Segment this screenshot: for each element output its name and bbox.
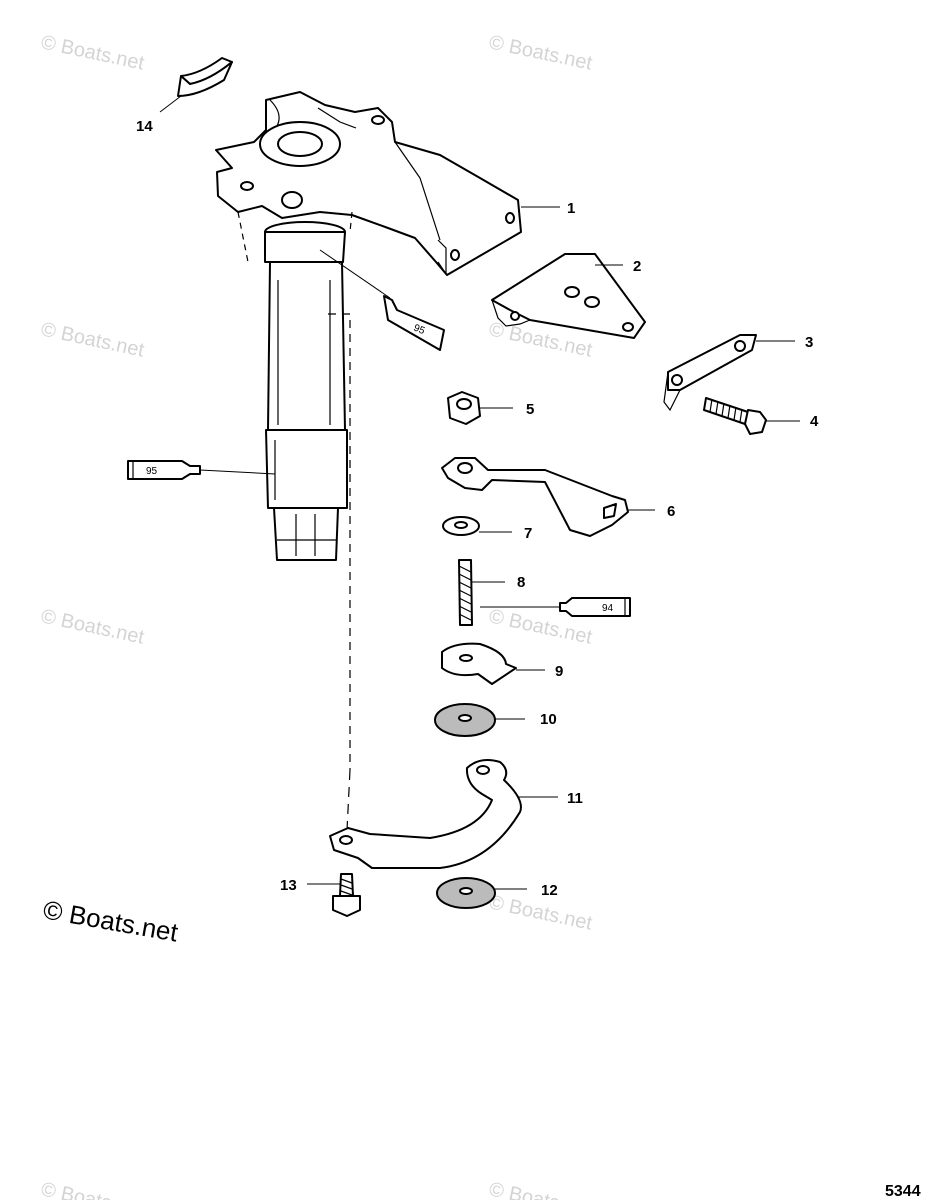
callout-5: 5	[526, 401, 534, 418]
watermark-footer: © Boats.net	[41, 894, 181, 947]
lubricant-tube-upper: 95	[319, 249, 445, 351]
callout-13: 13	[280, 877, 297, 894]
part-3-bracket	[663, 334, 795, 412]
watermark: © Boats.net	[39, 605, 147, 648]
callout-4: 4	[810, 413, 819, 430]
steering-tube	[264, 221, 351, 831]
part-14-clip	[159, 57, 233, 113]
callout-7: 7	[524, 525, 532, 542]
callout-9: 9	[555, 663, 563, 680]
part-2-plate	[491, 253, 646, 339]
part-9-tab-washer	[441, 642, 545, 685]
part-13-screw	[307, 873, 361, 917]
callout-2: 2	[633, 258, 641, 275]
part-6-link-arm	[441, 457, 655, 537]
watermark: © Boats.net	[39, 31, 147, 74]
callout-1: 1	[567, 200, 575, 217]
callout-8: 8	[517, 574, 525, 591]
callout-11: 11	[567, 790, 583, 807]
callout-12: 12	[541, 882, 558, 899]
watermark: © Boats.net	[487, 1178, 595, 1200]
watermark: © Boats.net	[39, 1178, 147, 1200]
part-1-steering-arm	[215, 91, 560, 276]
watermark: © Boats.net	[487, 31, 595, 74]
callout-3: 3	[805, 334, 813, 351]
callout-10: 10	[540, 711, 557, 728]
part-5-nut	[447, 391, 513, 425]
lubricant-tube-left: 95	[127, 460, 276, 480]
tube-label-95: 95	[146, 466, 158, 477]
part-7-washer	[442, 516, 512, 536]
callout-14: 14	[136, 118, 153, 135]
watermark: © Boats.net	[39, 318, 147, 361]
part-11-curved-arm	[329, 759, 558, 869]
tube-label-94: 94	[602, 603, 614, 614]
part-4-bolt	[703, 397, 800, 435]
figure-number: 5344	[885, 1183, 921, 1200]
part-12-friction-pad	[436, 877, 527, 909]
tube-label-95: 95	[412, 323, 427, 338]
lubricant-tube-right: 94	[480, 597, 631, 617]
part-10-friction-pad	[434, 703, 525, 737]
part-8-set-screw	[458, 559, 505, 626]
callout-labels: 1 2 3 4 5 6 7 8 9 10 11 12 13 14	[136, 118, 819, 899]
callout-6: 6	[667, 503, 675, 520]
